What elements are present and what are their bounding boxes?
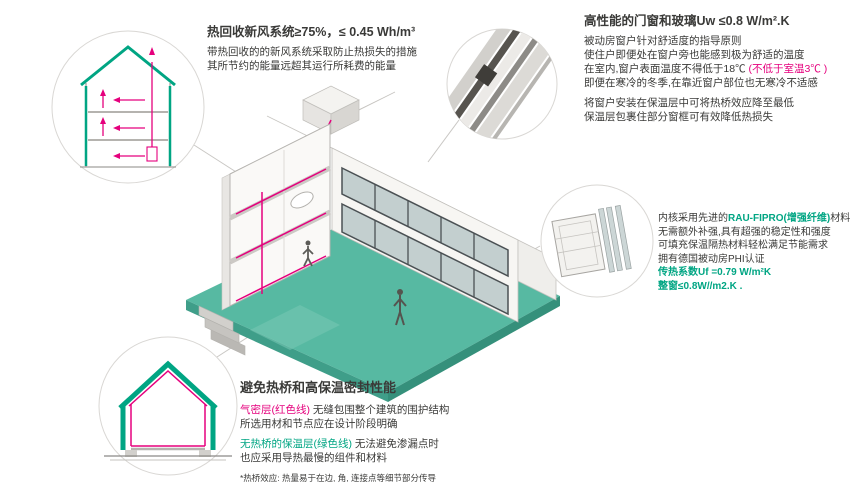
thermal-line: 也应采用导热最慢的组件和材料 (240, 451, 387, 464)
person-outdoor (393, 289, 407, 326)
cutaway-house (221, 85, 557, 326)
windows-line: 将窗户安装在保温层中可将热桥效应降至最低 (584, 97, 794, 110)
thermal-line: 无热桥的保温层(绿色线) 无法避免渗漏点时 (240, 437, 439, 450)
ventilation-body-line: 其所节约的能量远超其运行所耗费的能量 (207, 60, 396, 73)
insulation-layer-label: 无热桥的保温层(绿色线) (240, 437, 352, 450)
profile-line: 拥有德国被动房PHI认证 (658, 253, 765, 265)
thermal-text-block: 避免热桥和高保温密封性能 气密层(红色线) 无缝包围整个建筑的围护结构 所选用材… (240, 380, 449, 484)
windows-text-block: 高性能的门窗和玻璃Uw ≤0.8 W/m².K 被动房窗户针对舒适度的指导原则 … (584, 13, 827, 124)
windows-line: 保温层包裹住部分窗框可有效降低热损失 (584, 111, 773, 124)
windows-line: 使住户即便处在窗户旁也能感到极为舒适的温度 (584, 49, 805, 62)
glazed-facade (341, 166, 509, 316)
airtight-layer-label: 气密层(红色线) (240, 403, 310, 416)
airflow-arrows (100, 47, 158, 162)
profile-line: 内核采用先进的RAU-FIPRO(增强纤维)材料 (658, 213, 851, 224)
u-value-window: 整窗≤0.8W//m2.K . (658, 280, 743, 292)
window-profile-circle (540, 184, 654, 298)
entry-steps (198, 305, 246, 356)
ventilation-detail-circle (51, 30, 205, 184)
material-highlight: RAU-FIPRO(增强纤维) (728, 213, 831, 224)
thermal-title: 避免热桥和高保温密封性能 (240, 380, 397, 395)
ventilation-title: 热回收新风系统≥75%，≤ 0.45 Wh/m³ (207, 25, 416, 39)
thermal-footnote: *热桥效应: 热量易于在边, 角, 连接点等细节部分传导 (240, 472, 436, 483)
windows-line: 被动房窗户针对舒适度的指导原则 (584, 35, 742, 48)
ventilation-body-line: 带热回收的的新风系统采取防止热损失的措施 (207, 46, 417, 59)
ventilation-text-block: 热回收新风系统≥75%，≤ 0.45 Wh/m³ 带热回收的的新风系统采取防止热… (207, 24, 417, 73)
u-value-frame: 传热系数Uf =0.79 W/m²K (658, 267, 772, 278)
bathtub (290, 191, 314, 209)
windows-line: 在室内,窗户表面温度不得低于18℃ (不低于室温3℃ ) (584, 63, 828, 76)
windows-title: 高性能的门窗和玻璃Uw ≤0.8 W/m².K (584, 14, 790, 28)
rooftop-ventilation-unit (302, 85, 360, 135)
thermal-line: 气密层(红色线) 无缝包围整个建筑的围护结构 (240, 403, 450, 416)
temperature-highlight: (不低于室温3℃ ) (748, 63, 828, 76)
thermal-line: 所选用材和节点应在设计阶段明确 (240, 417, 398, 430)
profile-text-block: 内核采用先进的RAU-FIPRO(增强纤维)材料 无需额外补强,具有超强的稳定性… (658, 212, 850, 293)
windows-line: 即便在寒冷的冬季,在靠近窗户部位也无寒冷不适感 (584, 77, 818, 90)
thermal-section-circle (98, 336, 238, 476)
profile-line: 可填充保温隔热材料轻松满足节能需求 (658, 240, 828, 251)
profile-line: 无需额外补强,具有超强的稳定性和强度 (658, 226, 831, 238)
person-indoor (302, 240, 314, 267)
window-install-detail-circle (431, 7, 569, 159)
